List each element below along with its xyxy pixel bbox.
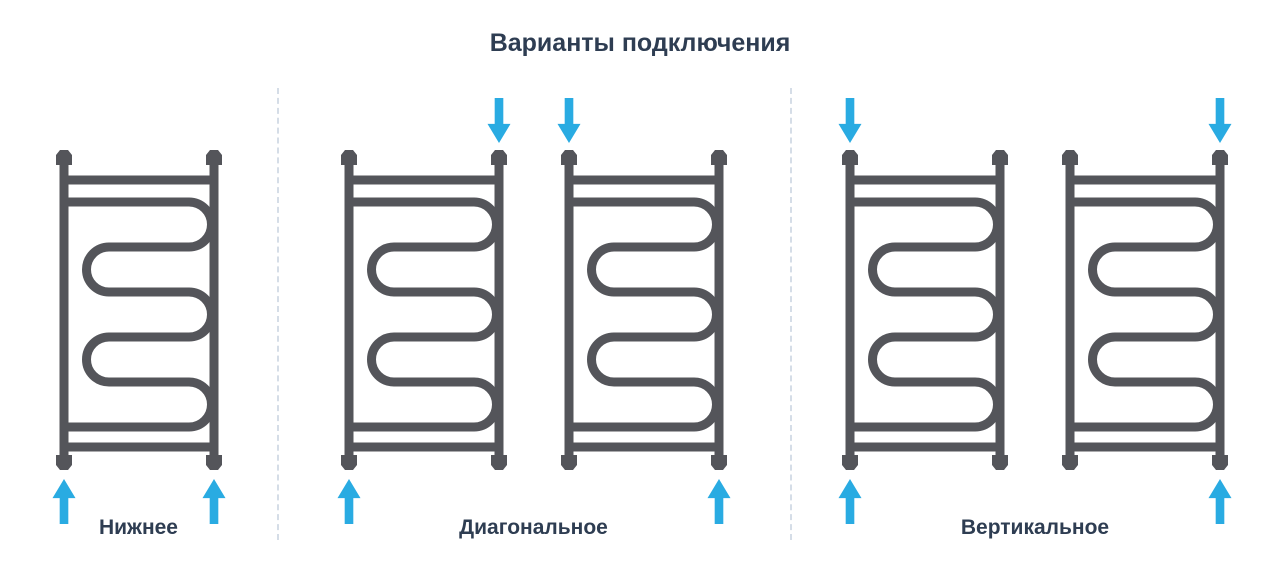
page-title: Варианты подключения: [489, 29, 791, 57]
rails-group: [339, 150, 729, 470]
rails-group: [840, 150, 1230, 470]
arrow-up-icon: [201, 478, 227, 524]
section-diagonal-connection: Диагональное: [277, 58, 790, 540]
towel-rail-diagram: [339, 150, 509, 470]
towel-rail-icon: [1060, 150, 1230, 470]
arrow-up-icon: [706, 478, 732, 524]
towel-rail-icon: [840, 150, 1010, 470]
towel-rail-diagram: [840, 150, 1010, 470]
arrow-down-icon: [1207, 98, 1233, 144]
towel-rail-icon: [54, 150, 224, 470]
arrow-down-icon: [837, 98, 863, 144]
towel-rail-diagram: [54, 150, 224, 470]
section-label-bottom: Нижнее: [98, 516, 178, 539]
arrow-up-icon: [1207, 478, 1233, 524]
towel-rail-icon: [559, 150, 729, 470]
arrow-down-icon: [486, 98, 512, 144]
rails-group: [54, 150, 224, 470]
section-vertical-connection: Вертикальное: [790, 58, 1280, 540]
arrow-down-icon: [556, 98, 582, 144]
towel-rail-diagram: [559, 150, 729, 470]
section-divider: [277, 88, 279, 540]
towel-rail-diagram: [1060, 150, 1230, 470]
towel-rail-icon: [339, 150, 509, 470]
section-label-diagonal: Диагональное: [459, 516, 608, 539]
sections-row: Нижнее Диагональное Вертикальное: [0, 58, 1280, 540]
section-bottom-connection: Нижнее: [0, 58, 277, 540]
arrow-up-icon: [336, 478, 362, 524]
section-label-vertical: Вертикальное: [960, 516, 1110, 539]
section-divider: [790, 88, 792, 540]
arrow-up-icon: [51, 478, 77, 524]
arrow-up-icon: [837, 478, 863, 524]
